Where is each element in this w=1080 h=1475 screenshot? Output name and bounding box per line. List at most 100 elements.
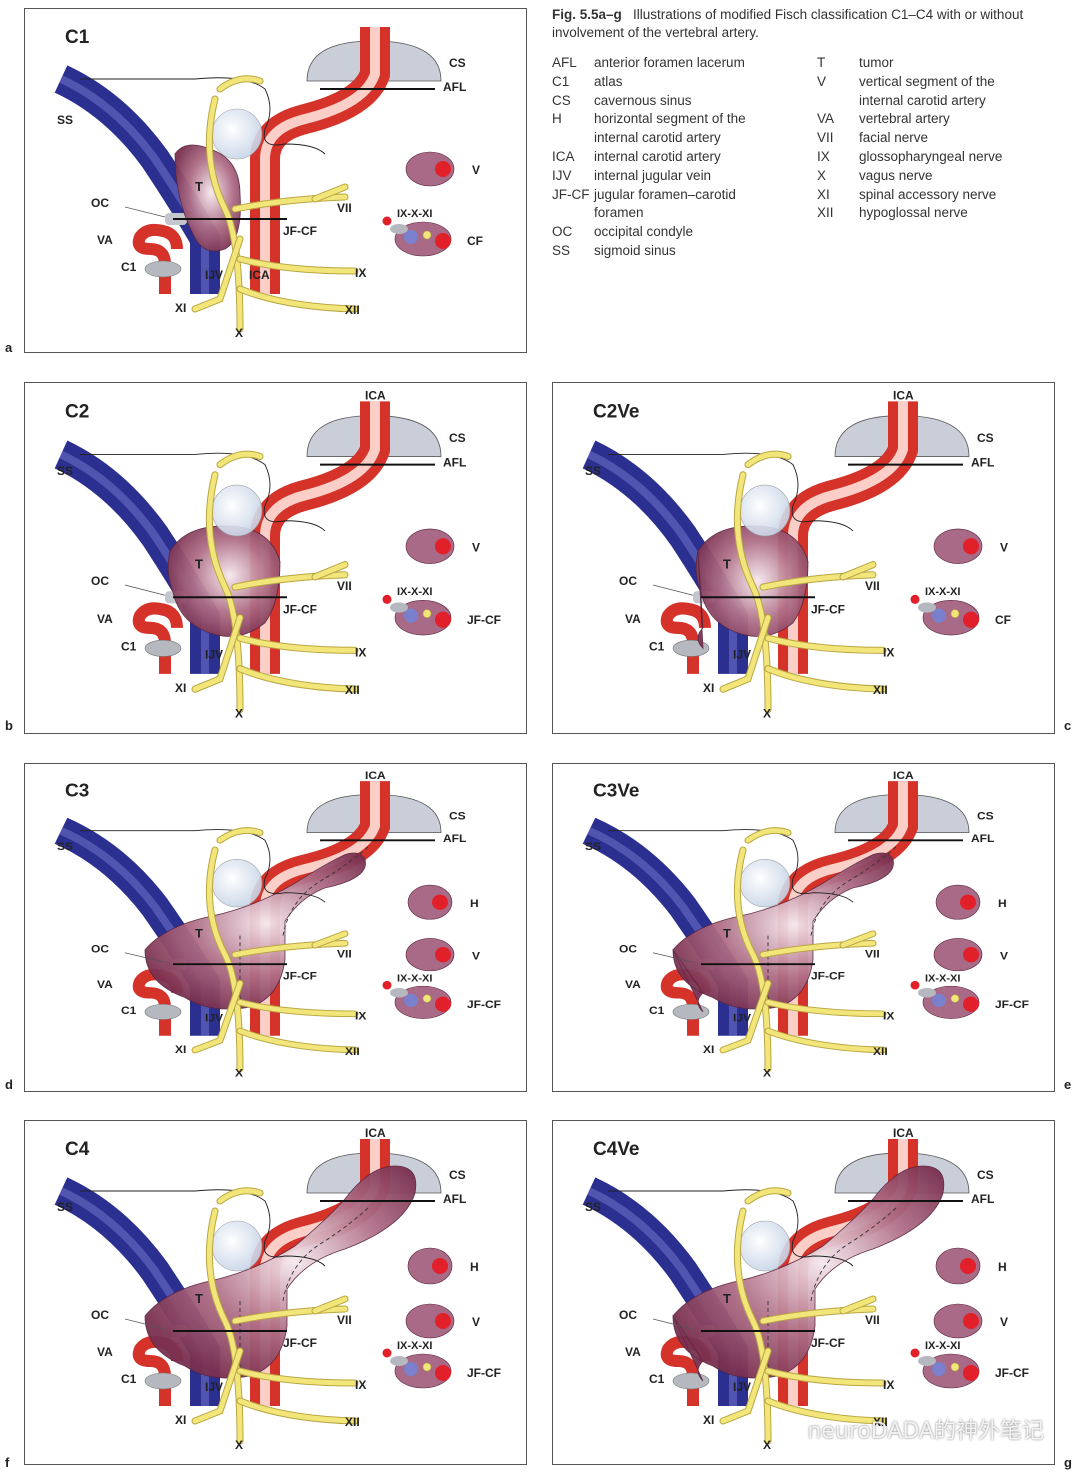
panel-diagram: C2VeVIX-X-XICFSSOCVAC1TIJVXIXXIIIXVIIJF-…	[582, 388, 1011, 721]
label-ica-top: ICA	[365, 769, 386, 782]
label-cf: JF-CF	[467, 613, 501, 627]
label-afl: AFL	[971, 456, 995, 470]
label-va: VA	[97, 1345, 113, 1359]
nerve-vii-branch	[312, 1296, 348, 1314]
panel-title: C4Ve	[593, 1139, 639, 1160]
nerve-vii	[760, 572, 876, 590]
tumor-shape	[144, 852, 366, 1010]
nerve-ix	[237, 999, 358, 1017]
ica-highlight	[788, 401, 908, 674]
label-afl: AFL	[443, 456, 467, 470]
nerve-vii-branch	[312, 562, 348, 580]
legend-abbr: ICA	[552, 148, 575, 164]
jf-vein-dot	[932, 1362, 946, 1376]
nerve-dot	[950, 1362, 960, 1372]
panel-diagram: C3HVIX-X-XIJF-CFSSOCVAC1TIJVXIXXIIIXVIIJ…	[54, 769, 501, 1080]
condyle-dot	[918, 988, 936, 998]
label-ijv: IJV	[733, 1012, 751, 1025]
legend-definition: tumor	[859, 55, 894, 70]
label-c1: C1	[649, 1004, 665, 1017]
cochlea-shape	[739, 1220, 791, 1272]
cf-artery-dot	[963, 1365, 979, 1381]
label-jf-cf: JF-CF	[283, 224, 317, 238]
legend-abbr: OC	[552, 224, 573, 240]
label-cs: CS	[449, 810, 466, 823]
nerve-vii-branch	[312, 184, 348, 202]
label-oc: OC	[91, 943, 110, 956]
label-x: X	[235, 707, 243, 721]
tumor-shape	[144, 1165, 417, 1379]
label-ix: IX	[883, 645, 894, 659]
v-artery-dot	[435, 161, 451, 177]
legend-definition: sigmoid sinus	[594, 242, 676, 258]
nerve-dot	[950, 994, 960, 1003]
dura-outline	[608, 829, 854, 903]
atlas-shape	[672, 639, 710, 657]
cochlea-shape	[211, 108, 263, 160]
nerve-ix	[765, 999, 886, 1017]
legend-definition: facial nerve	[859, 130, 929, 146]
va-dot	[382, 594, 392, 604]
nerve-xii	[765, 1398, 886, 1424]
label-vii: VII	[337, 579, 352, 593]
nerve-xi	[192, 615, 243, 692]
label-va: VA	[625, 978, 641, 991]
label-afl: AFL	[971, 1192, 994, 1206]
label-x: X	[235, 326, 243, 340]
label-c1: C1	[121, 260, 137, 274]
v-artery-dot	[435, 1313, 451, 1329]
label-afl: AFL	[443, 80, 466, 94]
label-cf: JF-CF	[995, 998, 1029, 1011]
label-t: T	[195, 557, 203, 572]
nerve-vii-branch	[840, 562, 876, 580]
label-ica-top: ICA	[365, 1126, 386, 1140]
label-xii: XII	[345, 1045, 360, 1058]
label-oc: OC	[619, 1308, 637, 1322]
label-jf-cf: JF-CF	[283, 603, 317, 617]
nerve-facial-loop	[217, 1188, 263, 1204]
oc-pointer	[124, 584, 166, 596]
nerve-facial-loop	[217, 828, 263, 843]
label-ix: IX	[883, 1378, 894, 1392]
label-cs: CS	[977, 1168, 994, 1182]
legend-abbr: H	[552, 111, 562, 127]
legend-abbr: C1	[552, 73, 570, 89]
label-cf: CF	[467, 234, 483, 248]
legend-definition: horizontal segment of the internal carot…	[594, 111, 746, 146]
v-artery-dot	[963, 538, 979, 555]
oc-pointer	[652, 952, 694, 963]
h-artery-dot	[960, 1258, 976, 1274]
legend-definition: internal jugular vein	[594, 167, 712, 183]
label-oc: OC	[91, 1308, 109, 1322]
nerve-dot	[422, 609, 432, 618]
legend-abbr: V	[817, 73, 827, 89]
atlas-shape	[672, 1003, 710, 1020]
panel-title: C2Ve	[593, 402, 640, 423]
oc-pointer	[124, 206, 166, 218]
legend-definition: vertebral artery	[859, 111, 950, 127]
panel-diagram: C4HVIX-X-XIJF-CFSSOCVAC1TIJVXIXXIIIXVIIJ…	[54, 1126, 501, 1452]
label-c1: C1	[121, 1004, 137, 1017]
label-cs: CS	[449, 431, 466, 445]
panel-title: C3	[65, 780, 89, 800]
label-xii: XII	[345, 1415, 360, 1429]
ica-highlight	[788, 781, 908, 1036]
tumor-dashed-outline	[282, 844, 371, 936]
va-dot	[382, 1348, 392, 1358]
jf-vein-dot	[404, 608, 418, 623]
legend-abbr: CS	[552, 92, 571, 108]
label-ss: SS	[585, 464, 601, 478]
label-ix-x-xi: IX-X-XI	[925, 586, 960, 598]
atlas-shape	[144, 639, 182, 657]
label-jf-cf: JF-CF	[811, 603, 845, 617]
label-xi: XI	[175, 301, 186, 315]
label-ica-top: ICA	[893, 1126, 914, 1140]
